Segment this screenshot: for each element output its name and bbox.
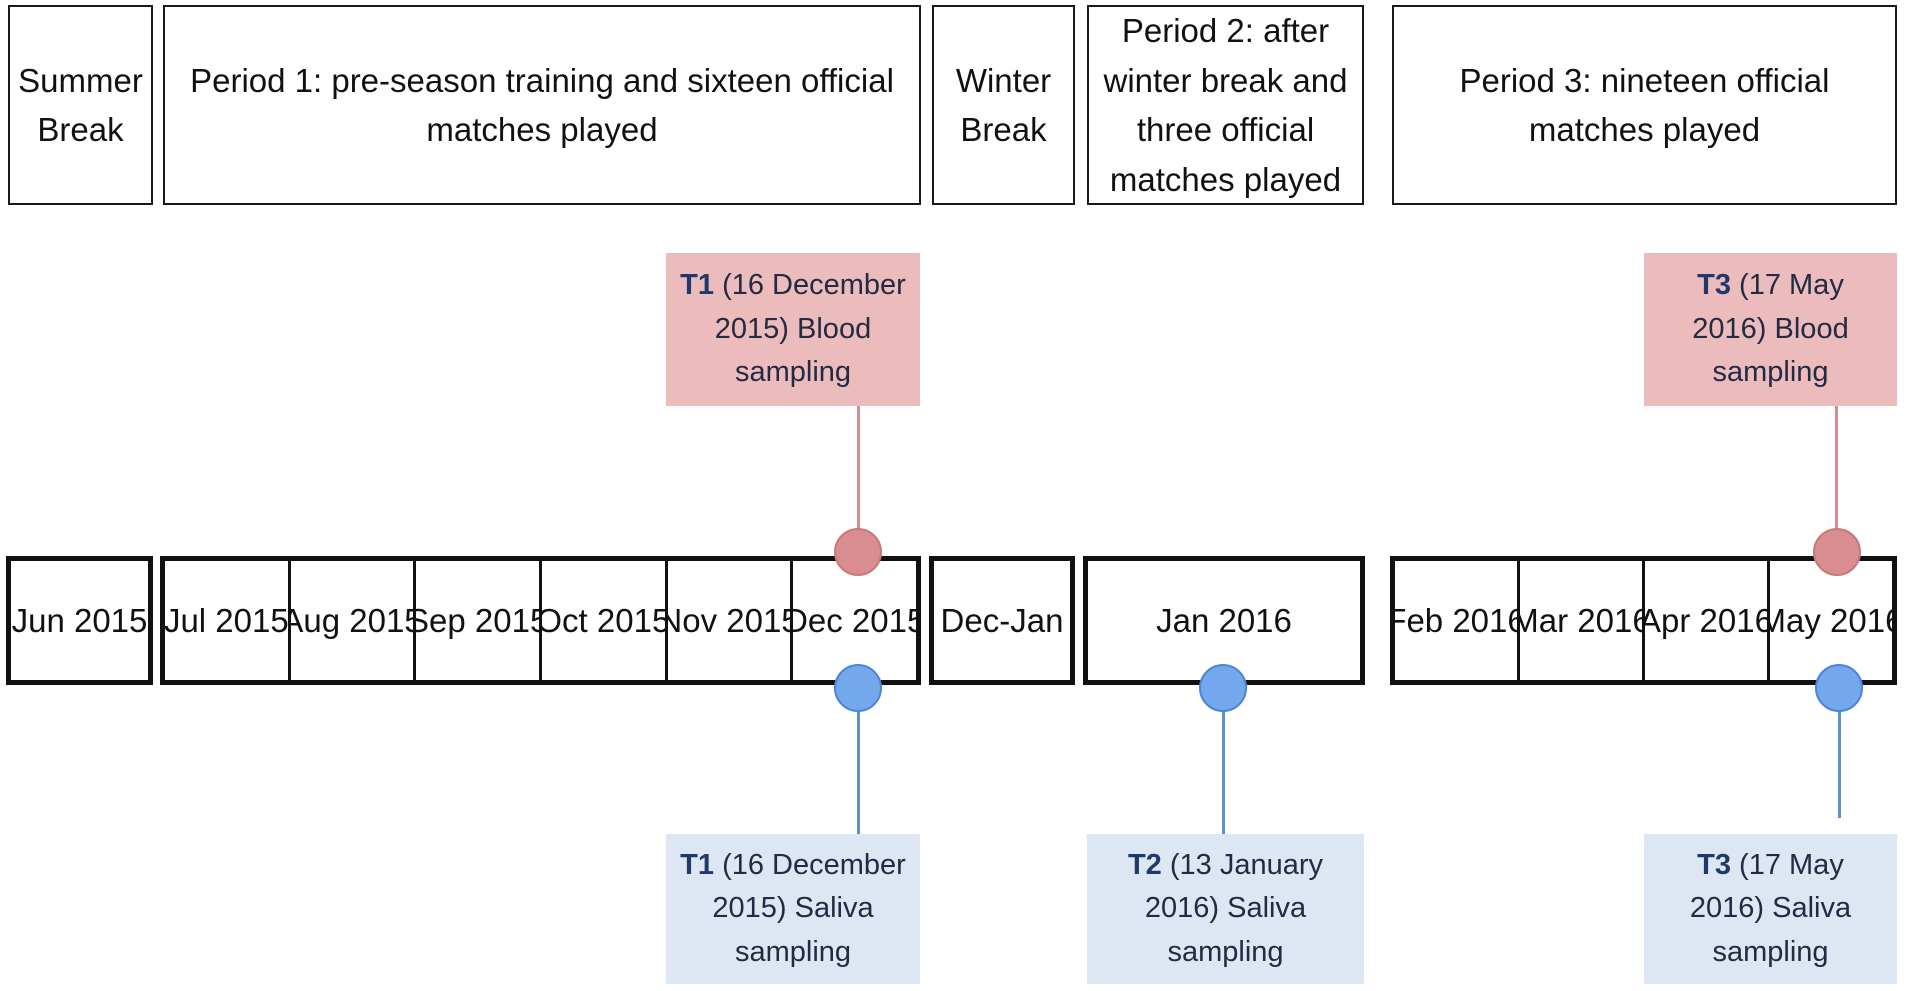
month-strip-jan-2016: Jan 2016 xyxy=(1083,556,1365,685)
month-cell: Mar 2016 xyxy=(1517,561,1642,680)
t1-blood-text: (16 December 2015) Blood sampling xyxy=(714,269,906,389)
t2-saliva-text: (13 January 2016) Saliva sampling xyxy=(1144,848,1324,968)
month-cell: Aug 2015 xyxy=(287,561,413,680)
t2-saliva-sampling-callout: T2 (13 January 2016) Saliva sampling xyxy=(1087,834,1364,984)
period-3-box: Period 3: nineteen official matches play… xyxy=(1392,5,1897,205)
t3-blood-connector xyxy=(1835,406,1838,554)
month-cell: Oct 2015 xyxy=(539,561,665,680)
period-2-label: Period 2: after winter break and three o… xyxy=(1103,12,1348,198)
month-strip-period-1: Jul 2015 Aug 2015 Sep 2015 Oct 2015 Nov … xyxy=(160,556,921,685)
period-2-box: Period 2: after winter break and three o… xyxy=(1087,5,1364,205)
t3-saliva-connector xyxy=(1838,688,1841,818)
period-1-label: Period 1: pre-season training and sixtee… xyxy=(190,61,894,149)
t3-saliva-text: (17 May 2016) Saliva sampling xyxy=(1689,848,1852,968)
t2-saliva-marker xyxy=(1199,664,1247,712)
month-cell: May 2016 xyxy=(1767,561,1892,680)
t1-blood-id: T1 xyxy=(680,269,715,302)
t3-blood-sampling-callout: T3 (17 May 2016) Blood sampling xyxy=(1644,253,1897,406)
month-cell: Dec 2015 xyxy=(790,561,916,680)
t1-saliva-marker xyxy=(834,664,882,712)
period-3-label: Period 3: nineteen official matches play… xyxy=(1459,61,1830,149)
t3-saliva-marker xyxy=(1815,664,1863,712)
month-cell: Jan 2016 xyxy=(1156,601,1292,639)
t2-saliva-connector xyxy=(1222,688,1225,834)
t3-blood-text: (17 May 2016) Blood sampling xyxy=(1692,269,1849,389)
t1-saliva-id: T1 xyxy=(680,848,715,881)
summer-break-box: Summer Break xyxy=(8,5,153,205)
winter-break-label: Winter Break xyxy=(955,61,1052,149)
month-cell: Dec-Jan xyxy=(940,601,1064,639)
month-cell: Nov 2015 xyxy=(664,561,790,680)
t1-saliva-sampling-callout: T1 (16 December 2015) Saliva sampling xyxy=(666,834,920,984)
t1-blood-connector xyxy=(857,406,860,554)
t1-blood-marker xyxy=(834,528,882,576)
t2-saliva-id: T2 xyxy=(1127,848,1162,881)
t3-blood-marker xyxy=(1813,528,1861,576)
month-cell: Sep 2015 xyxy=(413,561,539,680)
t1-saliva-connector xyxy=(857,688,860,834)
month-strip-period-3: Feb 2016 Mar 2016 Apr 2016 May 2016 xyxy=(1390,556,1897,685)
t3-blood-id: T3 xyxy=(1697,269,1731,302)
t1-saliva-text: (16 December 2015) Saliva sampling xyxy=(712,848,906,968)
summer-break-label: Summer Break xyxy=(18,61,143,149)
month-cell: Jul 2015 xyxy=(165,601,288,639)
t3-saliva-sampling-callout: T3 (17 May 2016) Saliva sampling xyxy=(1644,834,1897,984)
period-1-box: Period 1: pre-season training and sixtee… xyxy=(163,5,921,205)
month-cell: Feb 2016 xyxy=(1395,601,1517,639)
winter-break-box: Winter Break xyxy=(932,5,1075,205)
t1-blood-sampling-callout: T1 (16 December 2015) Blood sampling xyxy=(666,253,920,406)
month-cell: Apr 2016 xyxy=(1642,561,1767,680)
month-cell: Jun 2015 xyxy=(11,601,148,639)
month-strip-dec-jan: Dec-Jan xyxy=(929,556,1075,685)
month-strip-jun-2015: Jun 2015 xyxy=(6,556,153,685)
t3-saliva-id: T3 xyxy=(1697,848,1731,881)
